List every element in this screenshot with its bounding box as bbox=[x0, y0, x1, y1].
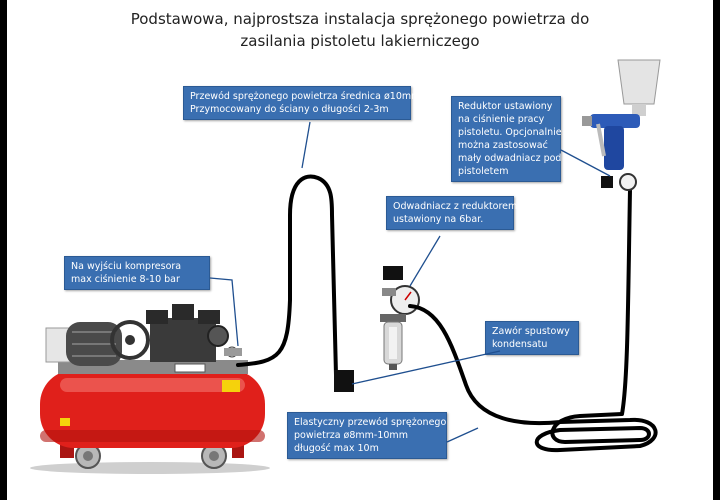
callout-line: Przewód sprężonego powietrza średnica ø1… bbox=[190, 91, 421, 102]
callout-line: ustawiony na 6bar. bbox=[393, 214, 484, 225]
callout-line: Elastyczny przewód sprężonego bbox=[294, 417, 447, 428]
air-compressor bbox=[30, 304, 270, 474]
wall-hose bbox=[236, 174, 338, 377]
callout-flexible-hose: Elastyczny przewód sprężonego powietrza … bbox=[287, 412, 447, 459]
callout-drain-valve: Zawór spustowy kondensatu bbox=[485, 321, 579, 355]
diagram-title-line2: zasilania pistoletu lakierniczego bbox=[240, 32, 480, 50]
callout-line: Reduktor ustawiony bbox=[458, 101, 553, 112]
callout-regulator: Reduktor ustawiony na ciśnienie pracy pi… bbox=[451, 96, 562, 182]
callout-line: długość max 10m bbox=[294, 443, 379, 454]
callout-line: można zastosować bbox=[458, 140, 548, 151]
left-frame-bar bbox=[0, 0, 7, 500]
callout-wall-hose: Przewód sprężonego powietrza średnica ø1… bbox=[183, 86, 421, 120]
callout-line: max ciśnienie 8-10 bar bbox=[71, 274, 180, 285]
callout-line: pistoletu. Opcjonalnie bbox=[458, 127, 562, 138]
callout-line: Przymocowany do ściany o długości 2-3m bbox=[190, 104, 389, 115]
callout-compressor-outlet: Na wyjściu kompresora max ciśnienie 8-10… bbox=[64, 256, 210, 290]
callout-line: Odwadniacz z reduktorem bbox=[393, 201, 518, 212]
leader-flexible-hose bbox=[446, 427, 479, 443]
right-frame-bar bbox=[713, 0, 720, 500]
spray-gun bbox=[582, 59, 661, 191]
leader-regulator bbox=[560, 149, 611, 177]
diagram-title-line1: Podstawowa, najprostsza instalacja spręż… bbox=[130, 10, 590, 28]
leader-wall-hose bbox=[301, 121, 311, 169]
callout-line: powietrza ø8mm-10mm bbox=[294, 430, 408, 441]
callout-line: Na wyjściu kompresora bbox=[71, 261, 182, 272]
leader-compressor-outlet bbox=[209, 277, 239, 347]
drain-fitting bbox=[334, 370, 354, 392]
leader-drain-valve bbox=[351, 350, 501, 385]
callout-line: mały odwadniacz pod bbox=[458, 153, 562, 164]
callout-water-separator: Odwadniacz z reduktorem ustawiony na 6ba… bbox=[386, 196, 518, 230]
callout-line: na ciśnienie pracy bbox=[458, 114, 545, 125]
callout-line: pistoletem bbox=[458, 166, 509, 177]
flexible-hose bbox=[408, 188, 658, 453]
leader-water-separator bbox=[409, 235, 441, 287]
filter-regulator bbox=[380, 266, 420, 370]
callout-line: Zawór spustowy bbox=[492, 326, 570, 337]
callout-line: kondensatu bbox=[492, 339, 548, 350]
